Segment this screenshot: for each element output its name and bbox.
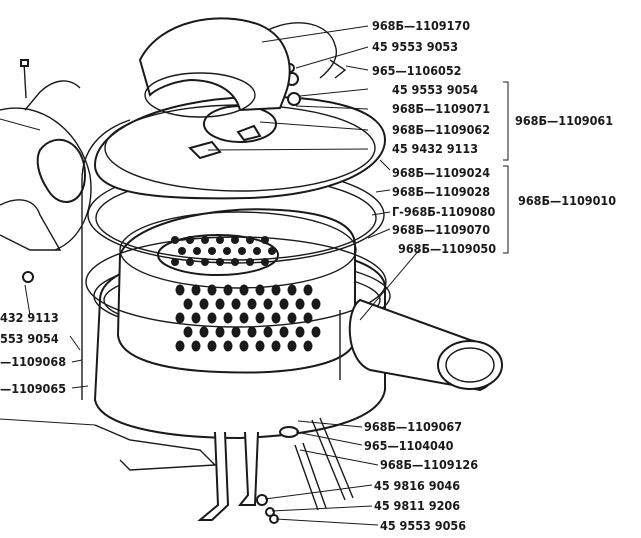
perforation-hole — [271, 340, 281, 352]
part-label: 965—1104040 — [364, 438, 454, 453]
part-label: 968Б—1109126 — [380, 457, 478, 472]
perforation-hole — [263, 326, 273, 338]
perforation-hole — [178, 247, 186, 255]
perforation-hole — [215, 326, 225, 338]
perforation-hole — [253, 247, 261, 255]
part-label: 45 9553 9054 — [392, 82, 478, 97]
perforation-hole — [207, 312, 217, 324]
gaskets — [81, 119, 387, 400]
perforation-hole — [279, 298, 289, 310]
part-label: 45 9553 9056 — [380, 518, 466, 533]
perforation-hole — [295, 298, 305, 310]
perforation-hole — [223, 247, 231, 255]
perforation-hole — [311, 326, 321, 338]
part-label: 553 9054 — [0, 331, 59, 346]
perforation-hole — [263, 298, 273, 310]
perforation-hole — [171, 236, 179, 244]
perforation-hole — [238, 247, 246, 255]
perforation-hole — [199, 326, 209, 338]
part-label: 968Б—1109028 — [392, 184, 490, 199]
part-label: —1109068 — [0, 354, 66, 369]
part-label: 968Б—1109071 — [392, 101, 490, 116]
perforation-hole — [207, 340, 217, 352]
perforation-hole — [247, 298, 257, 310]
perforation-hole — [287, 284, 297, 296]
perforation-hole — [239, 284, 249, 296]
part-label: 968Б—1109170 — [372, 18, 470, 33]
perforation-hole — [186, 258, 194, 266]
perforation-hole — [287, 312, 297, 324]
perforation-hole — [231, 236, 239, 244]
perforation-hole — [279, 326, 289, 338]
perforation-hole — [183, 298, 193, 310]
part-label: 968Б—1109062 — [392, 122, 490, 137]
leader-lines — [0, 25, 421, 526]
perforation-hole — [183, 326, 193, 338]
assembly-label: 968Б—1109010 — [518, 193, 616, 208]
inlet-elbow — [138, 17, 347, 118]
perforation-hole — [255, 284, 265, 296]
perforation-hole — [215, 298, 225, 310]
part-label: 45 9811 9206 — [374, 498, 460, 513]
perforation-hole — [231, 326, 241, 338]
part-label: 965—1106052 — [372, 63, 462, 78]
perforation-hole — [175, 284, 185, 296]
mounting-bracket — [0, 59, 92, 283]
perforation-hole — [216, 236, 224, 244]
perforation-hole — [246, 236, 254, 244]
perforation-hole — [193, 247, 201, 255]
assembly-label: 968Б—1109061 — [515, 113, 613, 128]
perforation-hole — [268, 247, 276, 255]
perforation-hole — [191, 284, 201, 296]
perforation-hole — [287, 340, 297, 352]
bottom-labels: 968Б—1109067 965—1104040 968Б—1109126 45… — [364, 419, 478, 533]
part-label: —1109065 — [0, 381, 66, 396]
perforation-hole — [191, 312, 201, 324]
part-label: 968Б—1109067 — [364, 419, 462, 434]
outlet-pipe — [339, 298, 503, 392]
perforation-hole — [295, 326, 305, 338]
perforation-hole — [207, 284, 217, 296]
perforation-hole — [223, 340, 233, 352]
perforation-hole — [175, 340, 185, 352]
perforation-hole — [186, 236, 194, 244]
perforation-hole — [303, 340, 313, 352]
perforation-hole — [311, 298, 321, 310]
assembly-labels: 968Б—1109061 968Б—1109010 — [515, 113, 616, 208]
perforation-hole — [208, 247, 216, 255]
perforation-hole — [231, 298, 241, 310]
perforation-hole — [239, 340, 249, 352]
perforation-hole — [247, 326, 257, 338]
part-label: 45 9816 9046 — [374, 478, 460, 493]
part-label: 968Б—1109070 — [392, 222, 490, 237]
perforation-hole — [191, 340, 201, 352]
perforation-hole — [223, 312, 233, 324]
assembly-brackets — [503, 81, 509, 254]
perforation-hole — [199, 298, 209, 310]
right-labels: 968Б—1109170 45 9553 9053 965—1106052 45… — [372, 18, 496, 256]
part-label: 45 9553 9053 — [372, 39, 458, 54]
perforation-hole — [271, 312, 281, 324]
part-label: 432 9113 — [0, 310, 59, 325]
perforation-hole — [231, 258, 239, 266]
left-labels: 432 9113 553 9054 —1109068 —1109065 — [0, 310, 66, 396]
perforation-holes — [171, 236, 321, 352]
perforation-hole — [223, 284, 233, 296]
part-label: Г-968Б-1109080 — [392, 204, 495, 219]
perforation-hole — [255, 340, 265, 352]
perforation-hole — [239, 312, 249, 324]
drain-parts — [94, 417, 354, 524]
part-label: 45 9432 9113 — [392, 141, 478, 156]
perforation-hole — [255, 312, 265, 324]
perforation-hole — [271, 284, 281, 296]
part-label: 968Б—1109050 — [398, 241, 496, 256]
perforation-hole — [175, 312, 185, 324]
filter-element — [116, 208, 357, 374]
perforation-hole — [171, 258, 179, 266]
perforation-hole — [303, 284, 313, 296]
part-label: 968Б—1109024 — [392, 165, 490, 180]
